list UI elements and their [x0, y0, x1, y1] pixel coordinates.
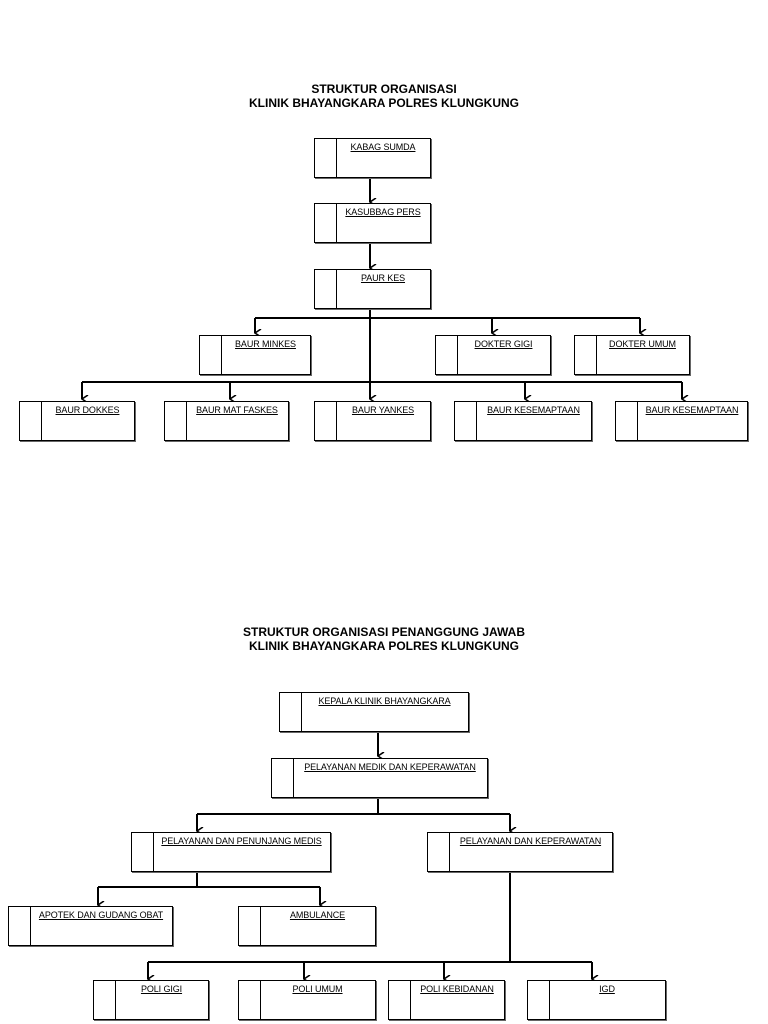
node-baur-mat-faskes: BAUR MAT FASKES [164, 401, 289, 441]
node-penunjang-medis: PELAYANAN DAN PENUNJANG MEDIS [131, 832, 331, 872]
node-label: PAUR KES [360, 273, 406, 283]
node-label: BAUR YANKES [351, 405, 415, 415]
node-label: POLI GIGI [140, 984, 183, 994]
node-baur-minkes: BAUR MINKES [199, 335, 311, 375]
node-baur-dokkes: BAUR DOKKES [19, 401, 135, 441]
chart2-title-line2: KLINIK BHAYANGKARA POLRES KLUNGKUNG [248, 639, 520, 653]
node-paur-kes: PAUR KES [314, 269, 431, 309]
node-label: POLI UMUM [292, 984, 343, 994]
node-label: PELAYANAN DAN KEPERAWATAN [459, 836, 602, 846]
node-apotek: APOTEK DAN GUDANG OBAT [8, 906, 173, 946]
chart1-title: STRUKTUR ORGANISASI KLINIK BHAYANGKARA P… [0, 82, 768, 110]
node-igd: IGD [527, 980, 666, 1020]
chart2-title-line1: STRUKTUR ORGANISASI PENANGGUNG JAWAB [242, 625, 526, 639]
node-label: IGD [599, 984, 615, 994]
node-label: PELAYANAN MEDIK DAN KEPERAWATAN [304, 762, 476, 772]
node-pelayanan-keperawatan: PELAYANAN DAN KEPERAWATAN [427, 832, 613, 872]
node-baur-kesemaptaan-1: BAUR KESEMAPTAAN [454, 401, 592, 441]
node-ambulance: AMBULANCE [238, 906, 376, 946]
chart1-title-line1: STRUKTUR ORGANISASI [311, 82, 457, 96]
node-label: BAUR KESEMAPTAAN [645, 405, 739, 415]
node-kepala-klinik: KEPALA KLINIK BHAYANGKARA [279, 692, 469, 732]
node-label: KABAG SUMDA [350, 142, 416, 152]
chart1-title-line2: KLINIK BHAYANGKARA POLRES KLUNGKUNG [248, 96, 520, 110]
node-dokter-gigi: DOKTER GIGI [435, 335, 551, 375]
node-label: AMBULANCE [289, 910, 346, 920]
node-kasubbag-pers: KASUBBAG PERS [314, 203, 431, 243]
node-kabag-sumda: KABAG SUMDA [314, 138, 431, 178]
node-label: DOKTER UMUM [609, 339, 676, 349]
node-poli-umum: POLI UMUM [238, 980, 376, 1020]
node-label: BAUR MAT FASKES [196, 405, 278, 415]
node-poli-gigi: POLI GIGI [93, 980, 209, 1020]
node-label: POLI KEBIDANAN [420, 984, 494, 994]
node-label: BAUR KESEMAPTAAN [487, 405, 580, 415]
node-label: KASUBBAG PERS [345, 207, 421, 217]
node-baur-kesemaptaan-2: BAUR KESEMAPTAAN [615, 401, 748, 441]
node-pelayanan-medik: PELAYANAN MEDIK DAN KEPERAWATAN [271, 758, 488, 798]
chart2-title: STRUKTUR ORGANISASI PENANGGUNG JAWAB KLI… [0, 625, 768, 653]
node-dokter-umum: DOKTER UMUM [574, 335, 690, 375]
node-label: BAUR MINKES [235, 339, 296, 349]
node-label: BAUR DOKKES [55, 405, 120, 415]
node-label: PELAYANAN DAN PENUNJANG MEDIS [161, 836, 322, 846]
node-label: KEPALA KLINIK BHAYANGKARA [318, 696, 451, 706]
node-label: APOTEK DAN GUDANG OBAT [38, 910, 164, 920]
node-baur-yankes: BAUR YANKES [314, 401, 431, 441]
node-label: DOKTER GIGI [474, 339, 533, 349]
node-poli-kebidanan: POLI KEBIDANAN [388, 980, 505, 1020]
